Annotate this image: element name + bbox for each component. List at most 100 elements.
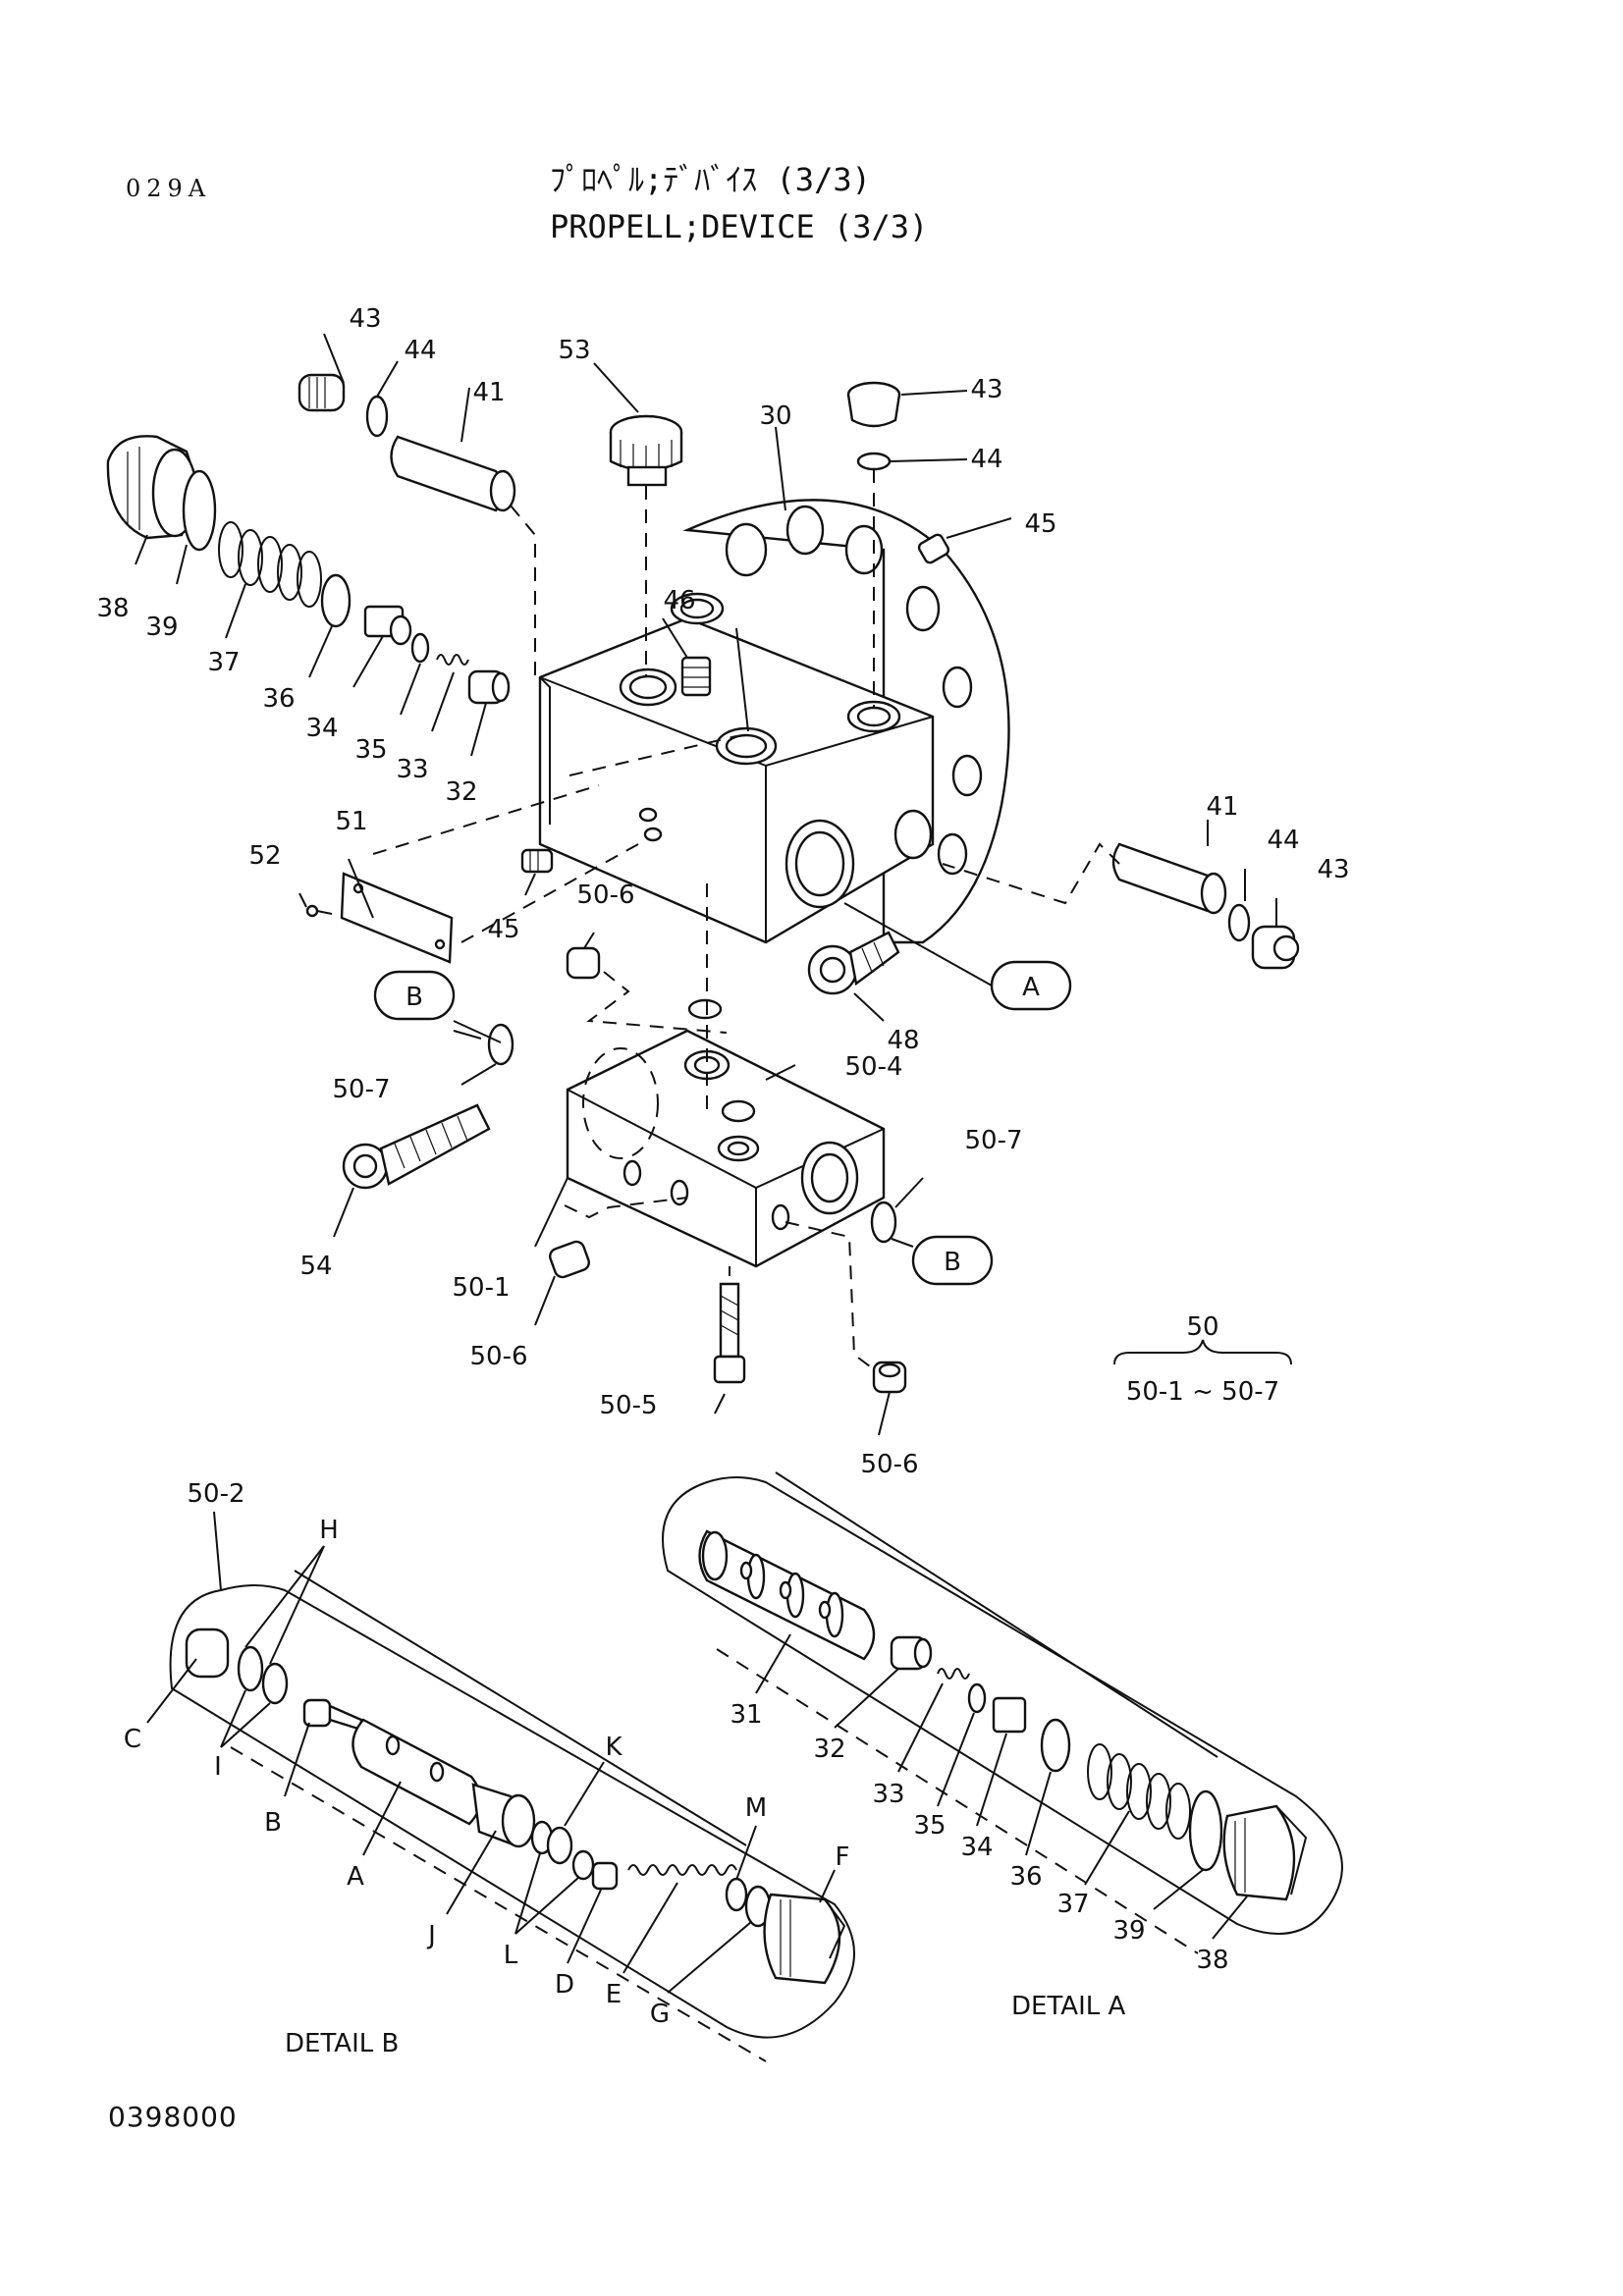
label-39-left: 39 bbox=[145, 613, 178, 642]
label-46: 46 bbox=[663, 586, 695, 615]
label-35-left: 35 bbox=[354, 735, 387, 765]
o-ring-35-left bbox=[410, 632, 430, 664]
label-32-left: 32 bbox=[445, 777, 477, 807]
plug-45-top-right bbox=[917, 533, 950, 564]
label-j: J bbox=[426, 1921, 436, 1950]
spring-37-detail bbox=[1087, 1743, 1191, 1840]
detail-b-caption: DETAIL B bbox=[285, 2029, 399, 2058]
bolt-54 bbox=[342, 1103, 491, 1190]
label-45-mid: 45 bbox=[487, 915, 519, 944]
label-51: 51 bbox=[335, 807, 367, 836]
label-k: K bbox=[605, 1733, 622, 1762]
part-j bbox=[471, 1783, 536, 1848]
plug-34-left bbox=[363, 605, 412, 646]
label-31: 31 bbox=[730, 1700, 762, 1730]
plug-50-6-left bbox=[549, 1240, 590, 1279]
title-japanese: ﾌﾟﾛﾍﾟﾙ;ﾃﾞﾊﾞｲｽ (3/3) bbox=[550, 161, 871, 198]
o-ring-39-left bbox=[182, 469, 217, 552]
label-50-5: 50-5 bbox=[599, 1391, 657, 1420]
label-50-7-right: 50-7 bbox=[964, 1126, 1022, 1155]
label-35-detail: 35 bbox=[913, 1811, 946, 1841]
o-ring-44-top-left bbox=[365, 395, 389, 438]
part-c bbox=[185, 1628, 230, 1679]
label-50-6-left: 50-6 bbox=[469, 1342, 527, 1371]
pin-41-right bbox=[1111, 842, 1227, 915]
sub-valve-block-50-1 bbox=[566, 1029, 886, 1268]
label-53: 53 bbox=[558, 336, 590, 365]
sleeve-32-left bbox=[467, 669, 511, 705]
leader-lines-upper bbox=[135, 333, 1277, 1436]
label-38-left: 38 bbox=[96, 594, 129, 623]
plug-50-6-top bbox=[566, 946, 601, 980]
screw-52 bbox=[305, 904, 333, 918]
page-code: 029A bbox=[126, 175, 212, 202]
part-e-spring bbox=[627, 1864, 737, 1876]
callout-bubble-a: A bbox=[990, 960, 1072, 1011]
label-f: F bbox=[836, 1842, 850, 1872]
plug-46 bbox=[680, 656, 712, 697]
part-k bbox=[546, 1826, 573, 1865]
label-33-detail: 33 bbox=[872, 1780, 904, 1809]
label-44-top-right: 44 bbox=[970, 445, 1002, 474]
o-ring-39-detail bbox=[1188, 1789, 1223, 1872]
part-l-ring-2 bbox=[571, 1849, 595, 1881]
plug-43-right bbox=[1251, 925, 1300, 970]
plug-43-top-left bbox=[298, 373, 346, 412]
label-30: 30 bbox=[759, 401, 791, 431]
part-d bbox=[591, 1861, 619, 1891]
label-41-right: 41 bbox=[1206, 792, 1238, 822]
assembly-number: 50 bbox=[1186, 1312, 1218, 1342]
label-44-top-left: 44 bbox=[404, 336, 436, 365]
label-36-detail: 36 bbox=[1009, 1862, 1042, 1892]
label-50-2: 50-2 bbox=[187, 1479, 244, 1509]
washer-36-detail bbox=[1040, 1718, 1071, 1773]
label-41-top-left: 41 bbox=[472, 378, 505, 407]
label-50-6-right: 50-6 bbox=[860, 1450, 918, 1479]
part-b-poppet bbox=[302, 1698, 363, 1732]
o-ring-44-top-right bbox=[856, 452, 892, 471]
label-33-left: 33 bbox=[396, 755, 428, 784]
label-37-detail: 37 bbox=[1056, 1890, 1089, 1919]
spool-31 bbox=[698, 1529, 876, 1661]
sleeve-32-detail bbox=[890, 1635, 933, 1671]
spring-37-left bbox=[218, 521, 322, 608]
part-i-ring bbox=[237, 1645, 264, 1692]
plug-50-6-right bbox=[872, 1361, 907, 1394]
label-38-detail: 38 bbox=[1196, 1946, 1228, 1975]
label-b: B bbox=[264, 1808, 282, 1838]
label-32-detail: 32 bbox=[813, 1735, 845, 1764]
part-m bbox=[725, 1877, 748, 1912]
part-f-plug bbox=[763, 1893, 846, 1985]
washer-36-left bbox=[320, 573, 352, 628]
label-39-detail: 39 bbox=[1112, 1916, 1145, 1946]
label-45-top-right: 45 bbox=[1024, 509, 1056, 539]
label-50-6-top: 50-6 bbox=[576, 881, 634, 910]
label-43-right: 43 bbox=[1317, 855, 1349, 884]
knob-53 bbox=[609, 414, 683, 487]
label-d: D bbox=[555, 1970, 574, 2000]
title-english: PROPELL;DEVICE (3/3) bbox=[550, 208, 929, 245]
label-44-right: 44 bbox=[1267, 826, 1299, 855]
plug-38-detail bbox=[1222, 1804, 1308, 1901]
plate-51 bbox=[340, 872, 454, 964]
label-36-left: 36 bbox=[262, 684, 295, 714]
o-ring-50-4-upper bbox=[687, 998, 723, 1020]
plug-38-left bbox=[106, 435, 198, 540]
label-34-detail: 34 bbox=[960, 1833, 993, 1862]
o-ring-50-7-left bbox=[487, 1023, 514, 1066]
plug-45-mid bbox=[520, 848, 554, 874]
plug-43-top-right bbox=[846, 381, 901, 428]
label-h: H bbox=[319, 1516, 339, 1545]
bolt-48 bbox=[807, 931, 900, 995]
label-48: 48 bbox=[887, 1026, 919, 1055]
part-h bbox=[261, 1662, 289, 1705]
o-ring-50-7-right bbox=[870, 1201, 897, 1244]
detail-a-caption: DETAIL A bbox=[1011, 1992, 1126, 2021]
label-e: E bbox=[606, 1980, 622, 2009]
o-ring-44-right bbox=[1227, 903, 1251, 942]
label-34-left: 34 bbox=[305, 714, 338, 743]
label-a: A bbox=[347, 1862, 364, 1892]
callout-bubble-b-upper: B bbox=[373, 970, 456, 1021]
part-labels-upper: 43 44 41 53 30 43 44 45 38 39 37 36 34 3… bbox=[96, 304, 1349, 1479]
